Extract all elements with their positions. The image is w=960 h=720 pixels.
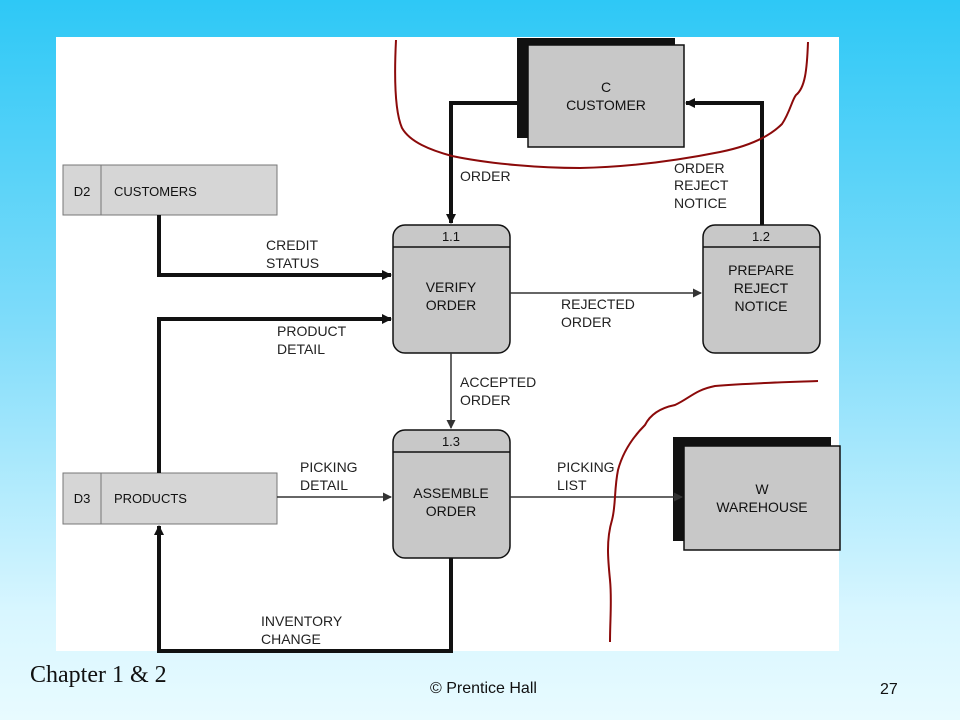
flow-picking-list-label-2: LIST (557, 477, 587, 493)
customer-name: CUSTOMER (566, 97, 646, 113)
customers-data-store: D2 CUSTOMERS (62, 164, 278, 216)
flow-rejected-label-2: ORDER (561, 314, 612, 330)
flow-picking-detail-label-1: PICKING (300, 459, 358, 475)
flow-product-label-1: PRODUCT (277, 323, 347, 339)
process-1-3-line1: ASSEMBLE (413, 485, 488, 501)
flow-product-detail-arrow (157, 314, 392, 473)
warehouse-id: W (755, 481, 769, 497)
process-1-1-line2: ORDER (426, 297, 477, 313)
flow-picking-detail-label-2: DETAIL (300, 477, 348, 493)
customers-store-name: CUSTOMERS (114, 184, 197, 199)
flow-inventory-change-arrow (154, 525, 453, 653)
chapter-label: Chapter 1 & 2 (30, 662, 167, 688)
flow-picking-list-label-1: PICKING (557, 459, 615, 475)
customer-id: C (601, 79, 611, 95)
flow-accepted-label-2: ORDER (460, 392, 511, 408)
flow-order-label: ORDER (460, 168, 511, 184)
process-1-3-line2: ORDER (426, 503, 477, 519)
customers-store-id: D2 (74, 184, 91, 199)
flow-reject-notice-arrow (685, 98, 764, 225)
process-verify-order: 1.1 VERIFY ORDER (392, 224, 511, 354)
process-1-3-id: 1.3 (442, 434, 460, 449)
copyright-label: © Prentice Hall (430, 680, 537, 697)
process-assemble-order: 1.3 ASSEMBLE ORDER (392, 429, 511, 559)
flow-credit-status-arrow (157, 215, 392, 280)
flow-credit-label-2: STATUS (266, 255, 319, 271)
flow-credit-label-1: CREDIT (266, 237, 319, 253)
process-1-2-line1: PREPARE (728, 262, 794, 278)
products-store-name: PRODUCTS (114, 491, 187, 506)
products-data-store: D3 PRODUCTS (62, 472, 278, 525)
annotation-customer-boundary (394, 39, 809, 170)
process-1-2-line3: NOTICE (735, 298, 788, 314)
flow-accepted-label-1: ACCEPTED (460, 374, 536, 390)
flow-product-label-2: DETAIL (277, 341, 325, 357)
flow-inventory-label-1: INVENTORY (261, 613, 343, 629)
flow-order-arrow (446, 101, 528, 224)
process-1-1-id: 1.1 (442, 229, 460, 244)
flow-reject-notice-label-3: NOTICE (674, 195, 727, 211)
process-1-1-line1: VERIFY (426, 279, 477, 295)
annotation-warehouse-boundary (607, 380, 819, 643)
process-1-2-line2: REJECT (734, 280, 789, 296)
process-1-2-id: 1.2 (752, 229, 770, 244)
flow-reject-notice-label-1: ORDER (674, 160, 725, 176)
flow-reject-notice-label-2: REJECT (674, 177, 729, 193)
products-store-id: D3 (74, 491, 91, 506)
page-number: 27 (880, 681, 898, 698)
warehouse-entity: W WAREHOUSE (673, 437, 841, 551)
customer-entity: C CUSTOMER (517, 38, 685, 148)
warehouse-name: WAREHOUSE (716, 499, 807, 515)
flow-rejected-label-1: REJECTED (561, 296, 635, 312)
flow-inventory-label-2: CHANGE (261, 631, 321, 647)
process-prepare-reject-notice: 1.2 PREPARE REJECT NOTICE (702, 224, 821, 354)
